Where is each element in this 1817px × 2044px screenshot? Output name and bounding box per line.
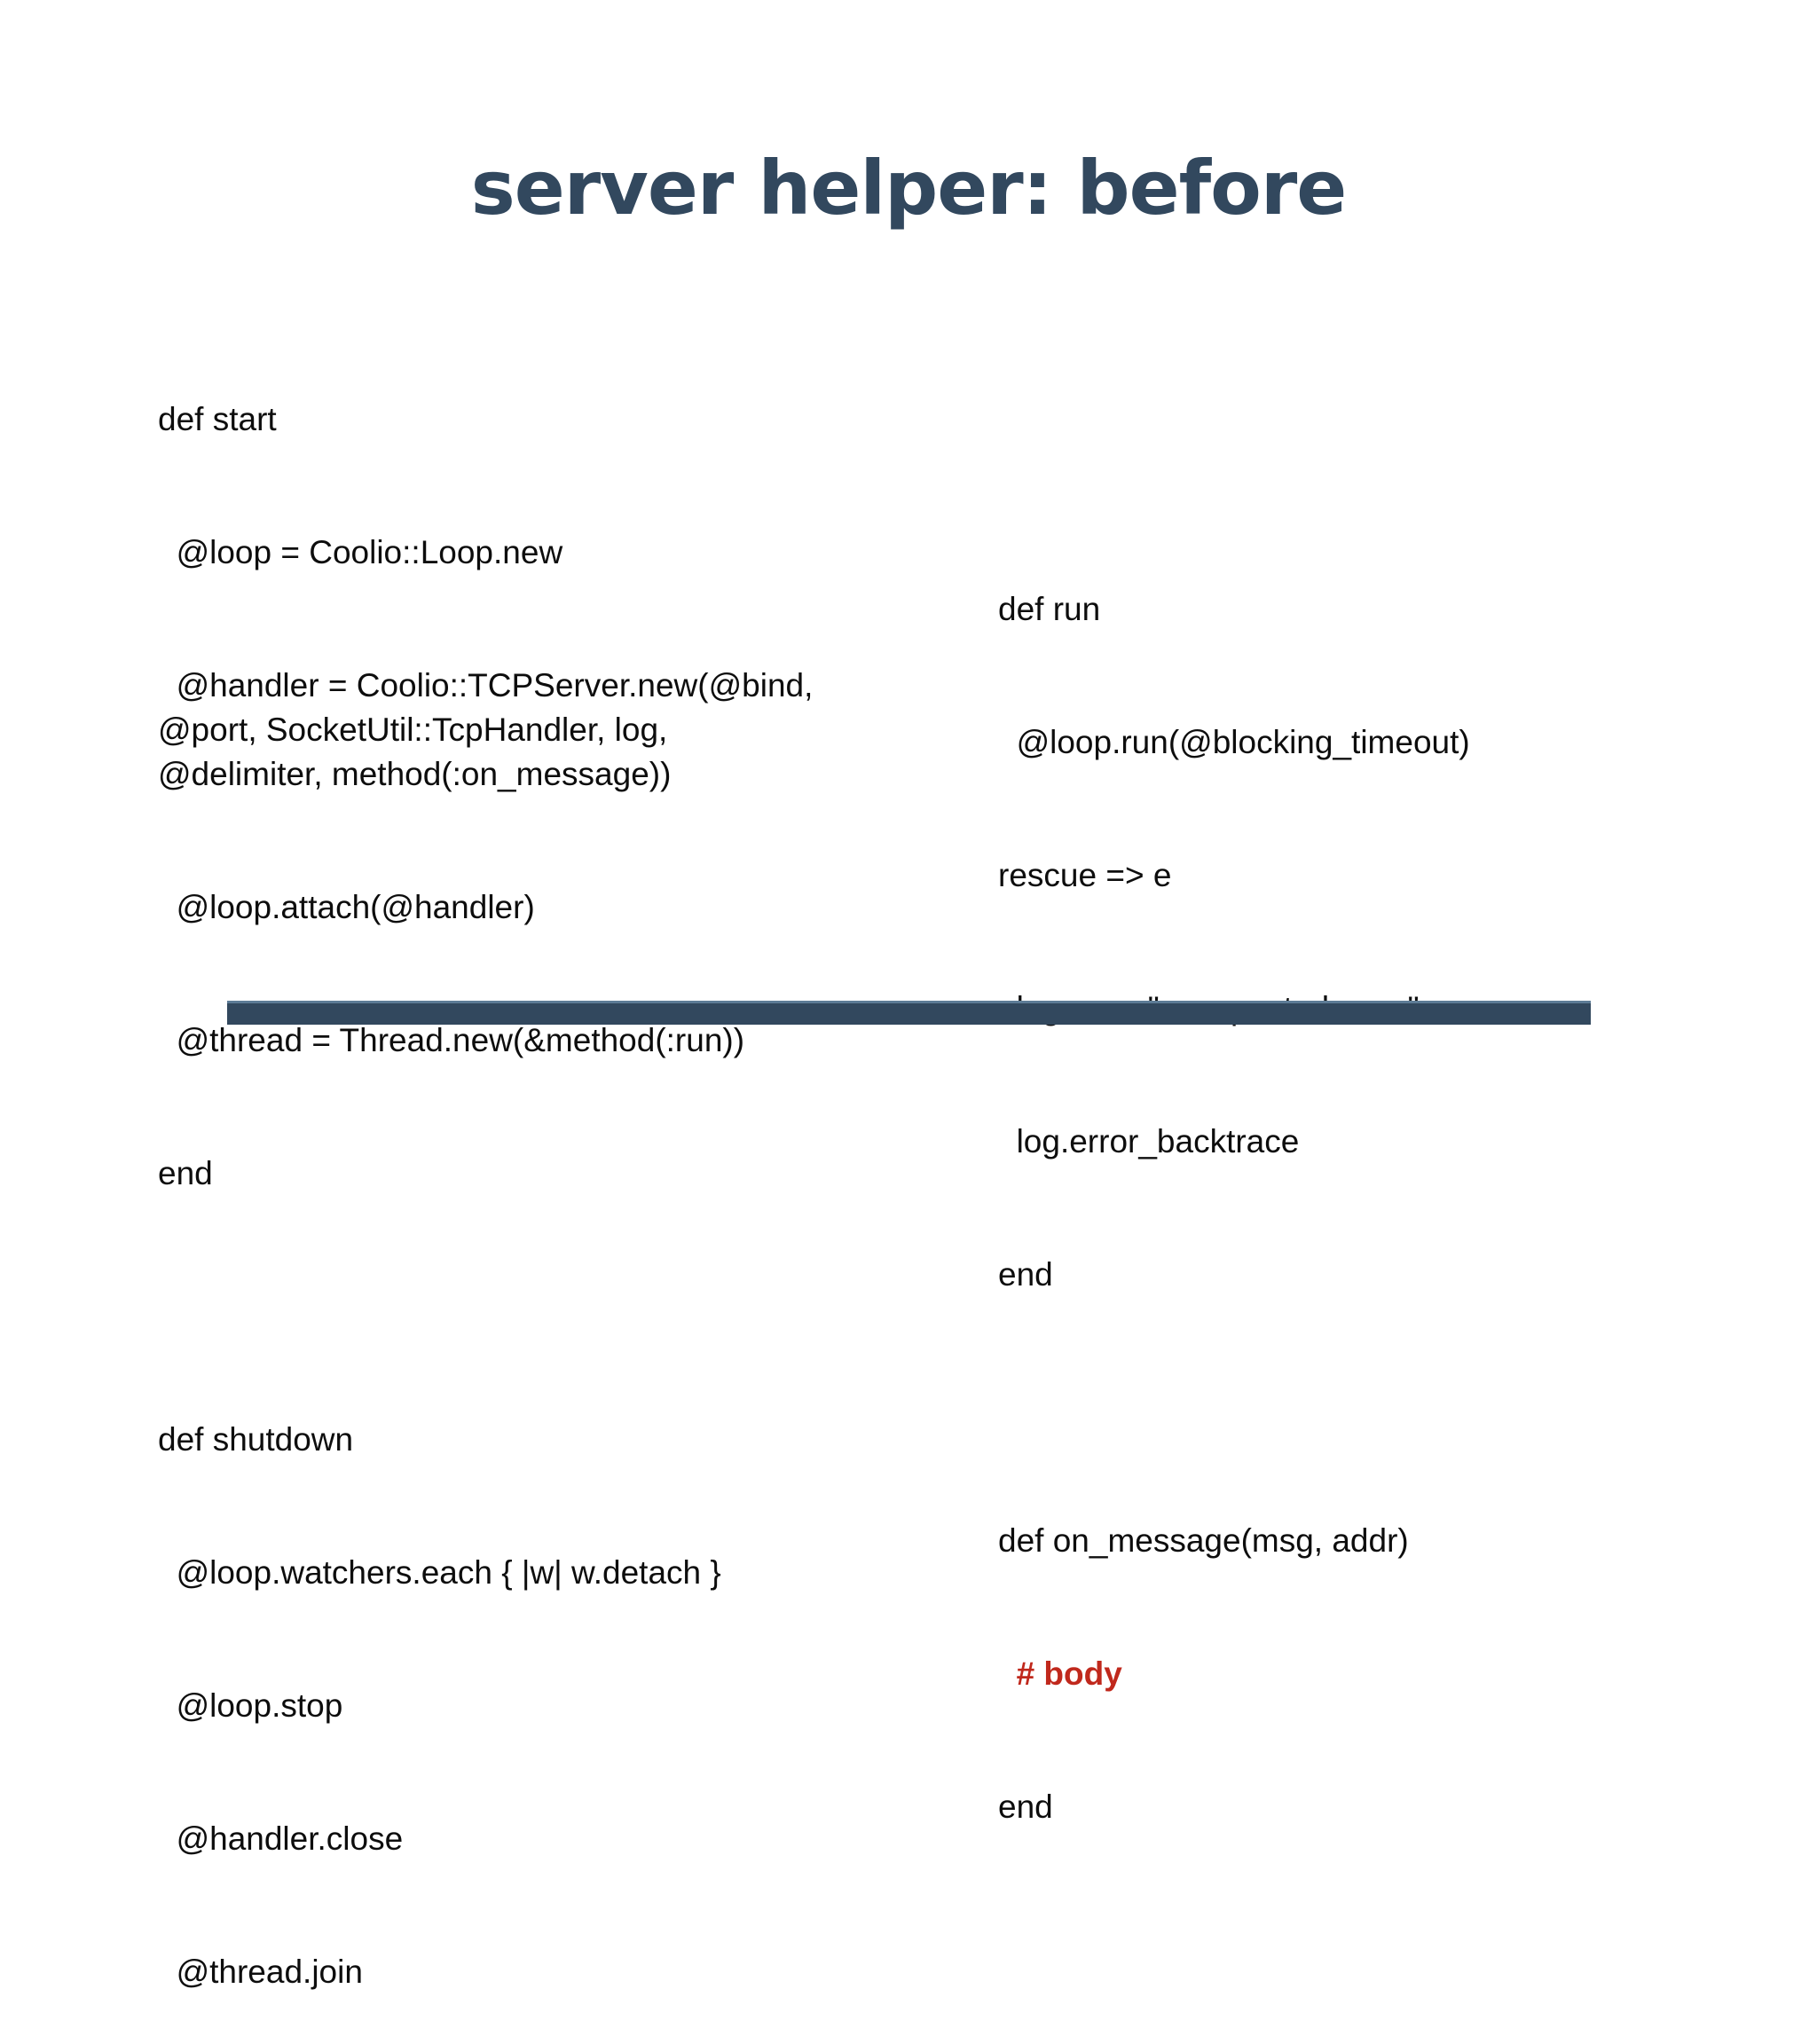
code-line: @loop.run(@blocking_timeout) xyxy=(998,724,1470,760)
code-line: def on_message(msg, addr) xyxy=(998,1522,1409,1559)
code-line: rescue => e xyxy=(998,857,1172,893)
code-line-comment: # body xyxy=(998,1655,1122,1692)
page-title: server helper: before xyxy=(470,145,1347,232)
code-line: end xyxy=(158,1155,213,1191)
code-line: log.error_backtrace xyxy=(998,1123,1300,1160)
code-line: @loop.attach(@handler) xyxy=(158,889,535,925)
code-line: @loop.watchers.each { |w| w.detach } xyxy=(158,1554,721,1591)
code-line: @handler.close xyxy=(158,1820,404,1857)
code-block-right: def run @loop.run(@blocking_timeout) res… xyxy=(998,499,1699,1918)
code-line: @loop.stop xyxy=(158,1687,343,1724)
code-line: def shutdown xyxy=(158,1421,354,1458)
code-line: @handler = Coolio::TCPServer.new(@bind, … xyxy=(158,667,822,792)
code-line: @thread = Thread.new(&method(:run)) xyxy=(158,1022,745,1058)
code-line: end xyxy=(998,1788,1053,1825)
code-line: @thread.join xyxy=(158,1954,363,1990)
code-block-left: def start @loop = Coolio::Loop.new @hand… xyxy=(158,309,832,2044)
code-line: def run xyxy=(998,591,1101,627)
code-line: @loop = Coolio::Loop.new xyxy=(158,534,563,570)
code-line: def start xyxy=(158,401,277,437)
slide-canvas: server helper: before def start @loop = … xyxy=(158,145,1591,1990)
code-line: end xyxy=(998,1256,1053,1293)
code-line-blank xyxy=(158,1285,832,1329)
footer-accent-bar xyxy=(227,1001,1591,1025)
code-line-blank xyxy=(998,1386,1699,1430)
